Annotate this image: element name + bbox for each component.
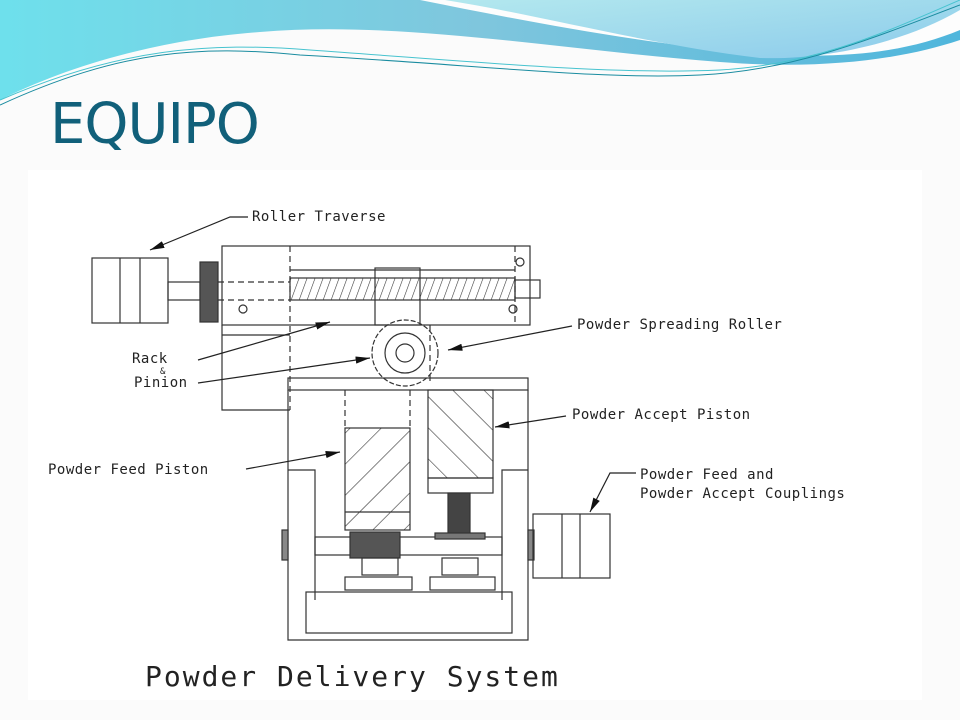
base-plate	[305, 591, 513, 634]
label-couplings-line1: Powder Feed and	[640, 467, 774, 483]
label-spreading-roller: Powder Spreading Roller	[577, 317, 782, 333]
powder-accept-piston	[427, 389, 494, 479]
label-couplings-line2: Powder Accept Couplings	[640, 486, 845, 502]
drive-train	[305, 531, 513, 634]
couplings-motor	[532, 513, 611, 579]
label-rack: Rack	[132, 351, 168, 367]
label-roller-traverse: Roller Traverse	[252, 209, 386, 225]
label-accept-piston: Powder Accept Piston	[572, 407, 751, 423]
label-feed-piston: Powder Feed Piston	[48, 462, 209, 478]
label-pinion: Pinion	[134, 375, 188, 391]
roller-traverse-motor	[91, 257, 219, 324]
powder-spreading-roller	[371, 319, 439, 387]
piston-housing	[281, 377, 535, 641]
label-ampersand: &	[160, 367, 166, 377]
powder-feed-piston	[344, 427, 411, 531]
slide-title: EQUIPO	[50, 92, 260, 157]
diagram-caption: Powder Delivery System	[145, 660, 560, 693]
roller-traverse-frame	[218, 245, 541, 411]
lead-screw	[447, 492, 471, 536]
leader-lines	[149, 216, 636, 513]
